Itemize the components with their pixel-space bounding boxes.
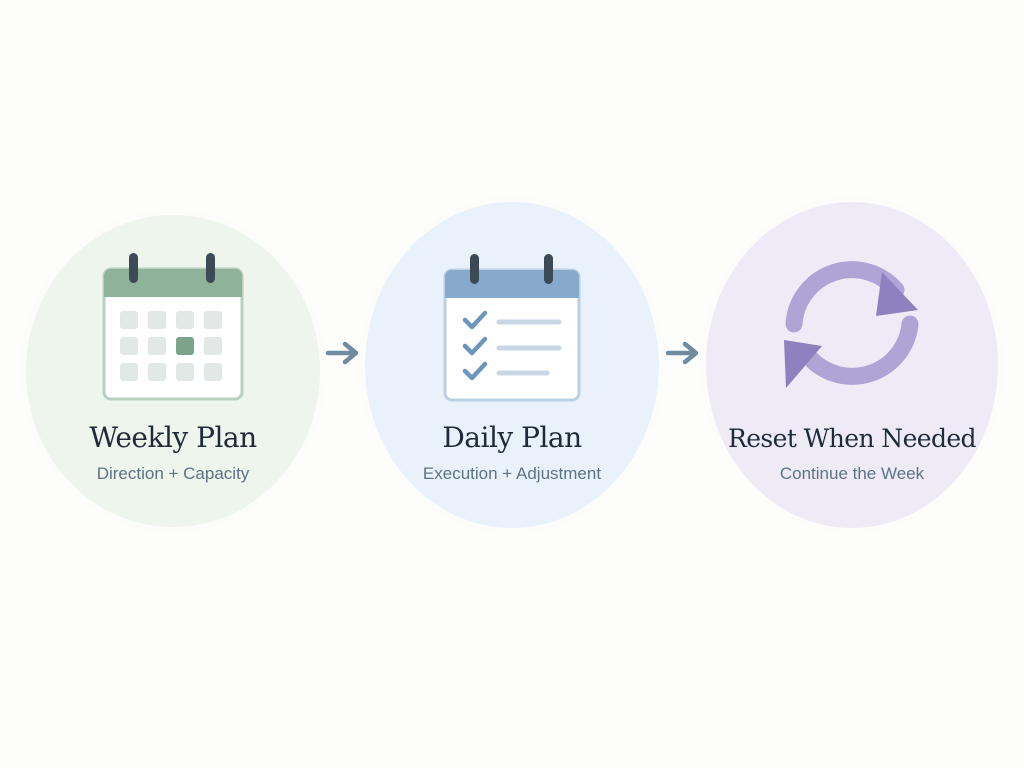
- arrow-right-icon: [325, 341, 359, 365]
- refresh-cycle-icon: [784, 261, 919, 388]
- stage-title: Reset When Needed: [728, 424, 977, 453]
- stage-daily-plan: Daily Plan Execution + Adjustment: [365, 202, 659, 528]
- stage-subtitle: Direction + Capacity: [96, 464, 250, 483]
- calendar-grid-icon: [102, 253, 244, 401]
- calendar-checklist-icon: [443, 254, 581, 402]
- stage-title: Weekly Plan: [89, 421, 257, 454]
- stage-weekly-plan: Weekly Plan Direction + Capacity: [26, 215, 320, 527]
- stage-reset-when-needed: Reset When Needed Continue the Week: [706, 202, 998, 528]
- arrow-right-icon: [665, 341, 699, 365]
- stage-subtitle: Continue the Week: [779, 464, 925, 483]
- stage-subtitle: Execution + Adjustment: [422, 464, 602, 483]
- stage-title: Daily Plan: [442, 421, 582, 454]
